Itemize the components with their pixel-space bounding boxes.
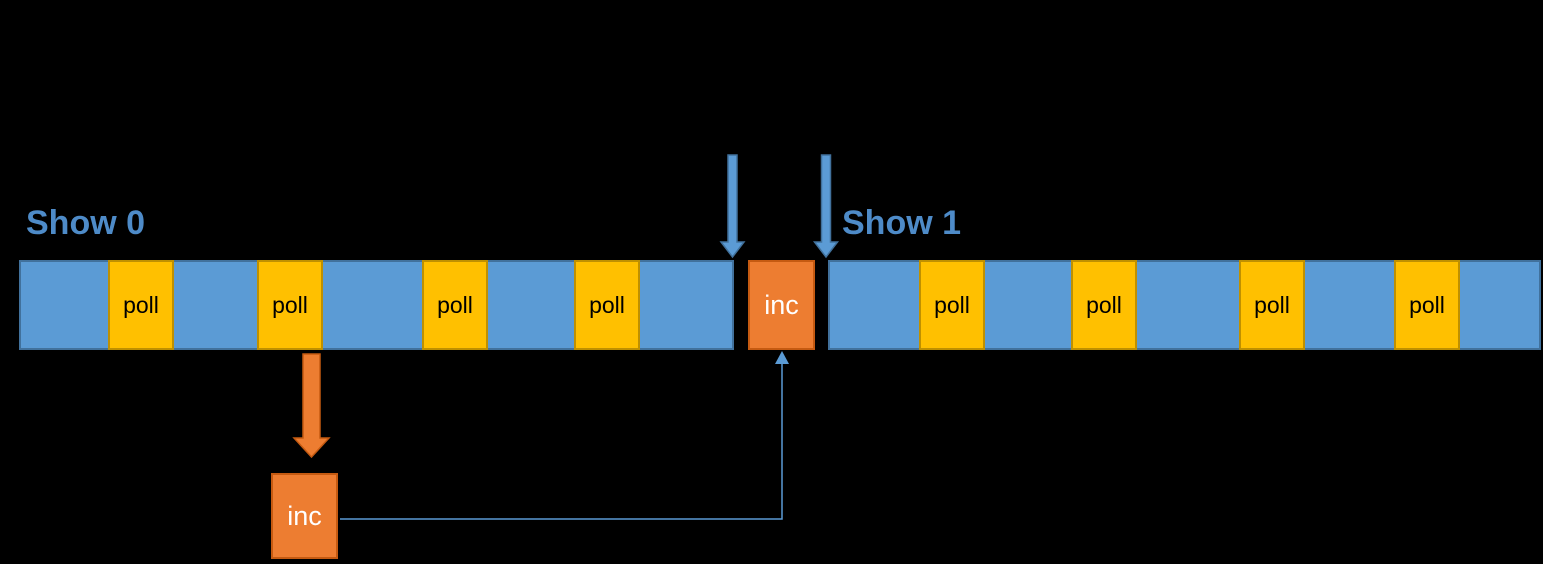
connector-arrow [340,351,789,520]
poll-label: poll [272,291,308,318]
poll-block: poll [919,260,985,350]
poll-block: poll [257,260,323,350]
poll-label: poll [437,291,473,318]
poll-block: poll [574,260,640,350]
show1-label: Show 1 [842,204,962,242]
poll-block: poll [422,260,488,350]
deferred-work-down-arrow [292,353,331,459]
poll-label: poll [1086,291,1122,318]
connector-arrowhead-up-icon [775,351,789,364]
poll-block: poll [1394,260,1460,350]
poll-label: poll [1254,291,1290,318]
inc-block-deferred: inc [271,473,338,559]
down-arrow-before-inc [719,154,746,259]
poll-block: poll [108,260,174,350]
poll-label: poll [934,291,970,318]
poll-label: poll [1409,291,1445,318]
poll-label: poll [123,291,159,318]
show0-label: Show 0 [26,204,146,242]
poll-block: poll [1071,260,1137,350]
poll-block: poll [1239,260,1305,350]
down-arrow-show1 [812,154,840,259]
inc-label: inc [287,500,322,531]
poll-label: poll [589,291,625,318]
inc-label: inc [764,289,799,320]
inc-block-timeline: inc [748,260,815,350]
